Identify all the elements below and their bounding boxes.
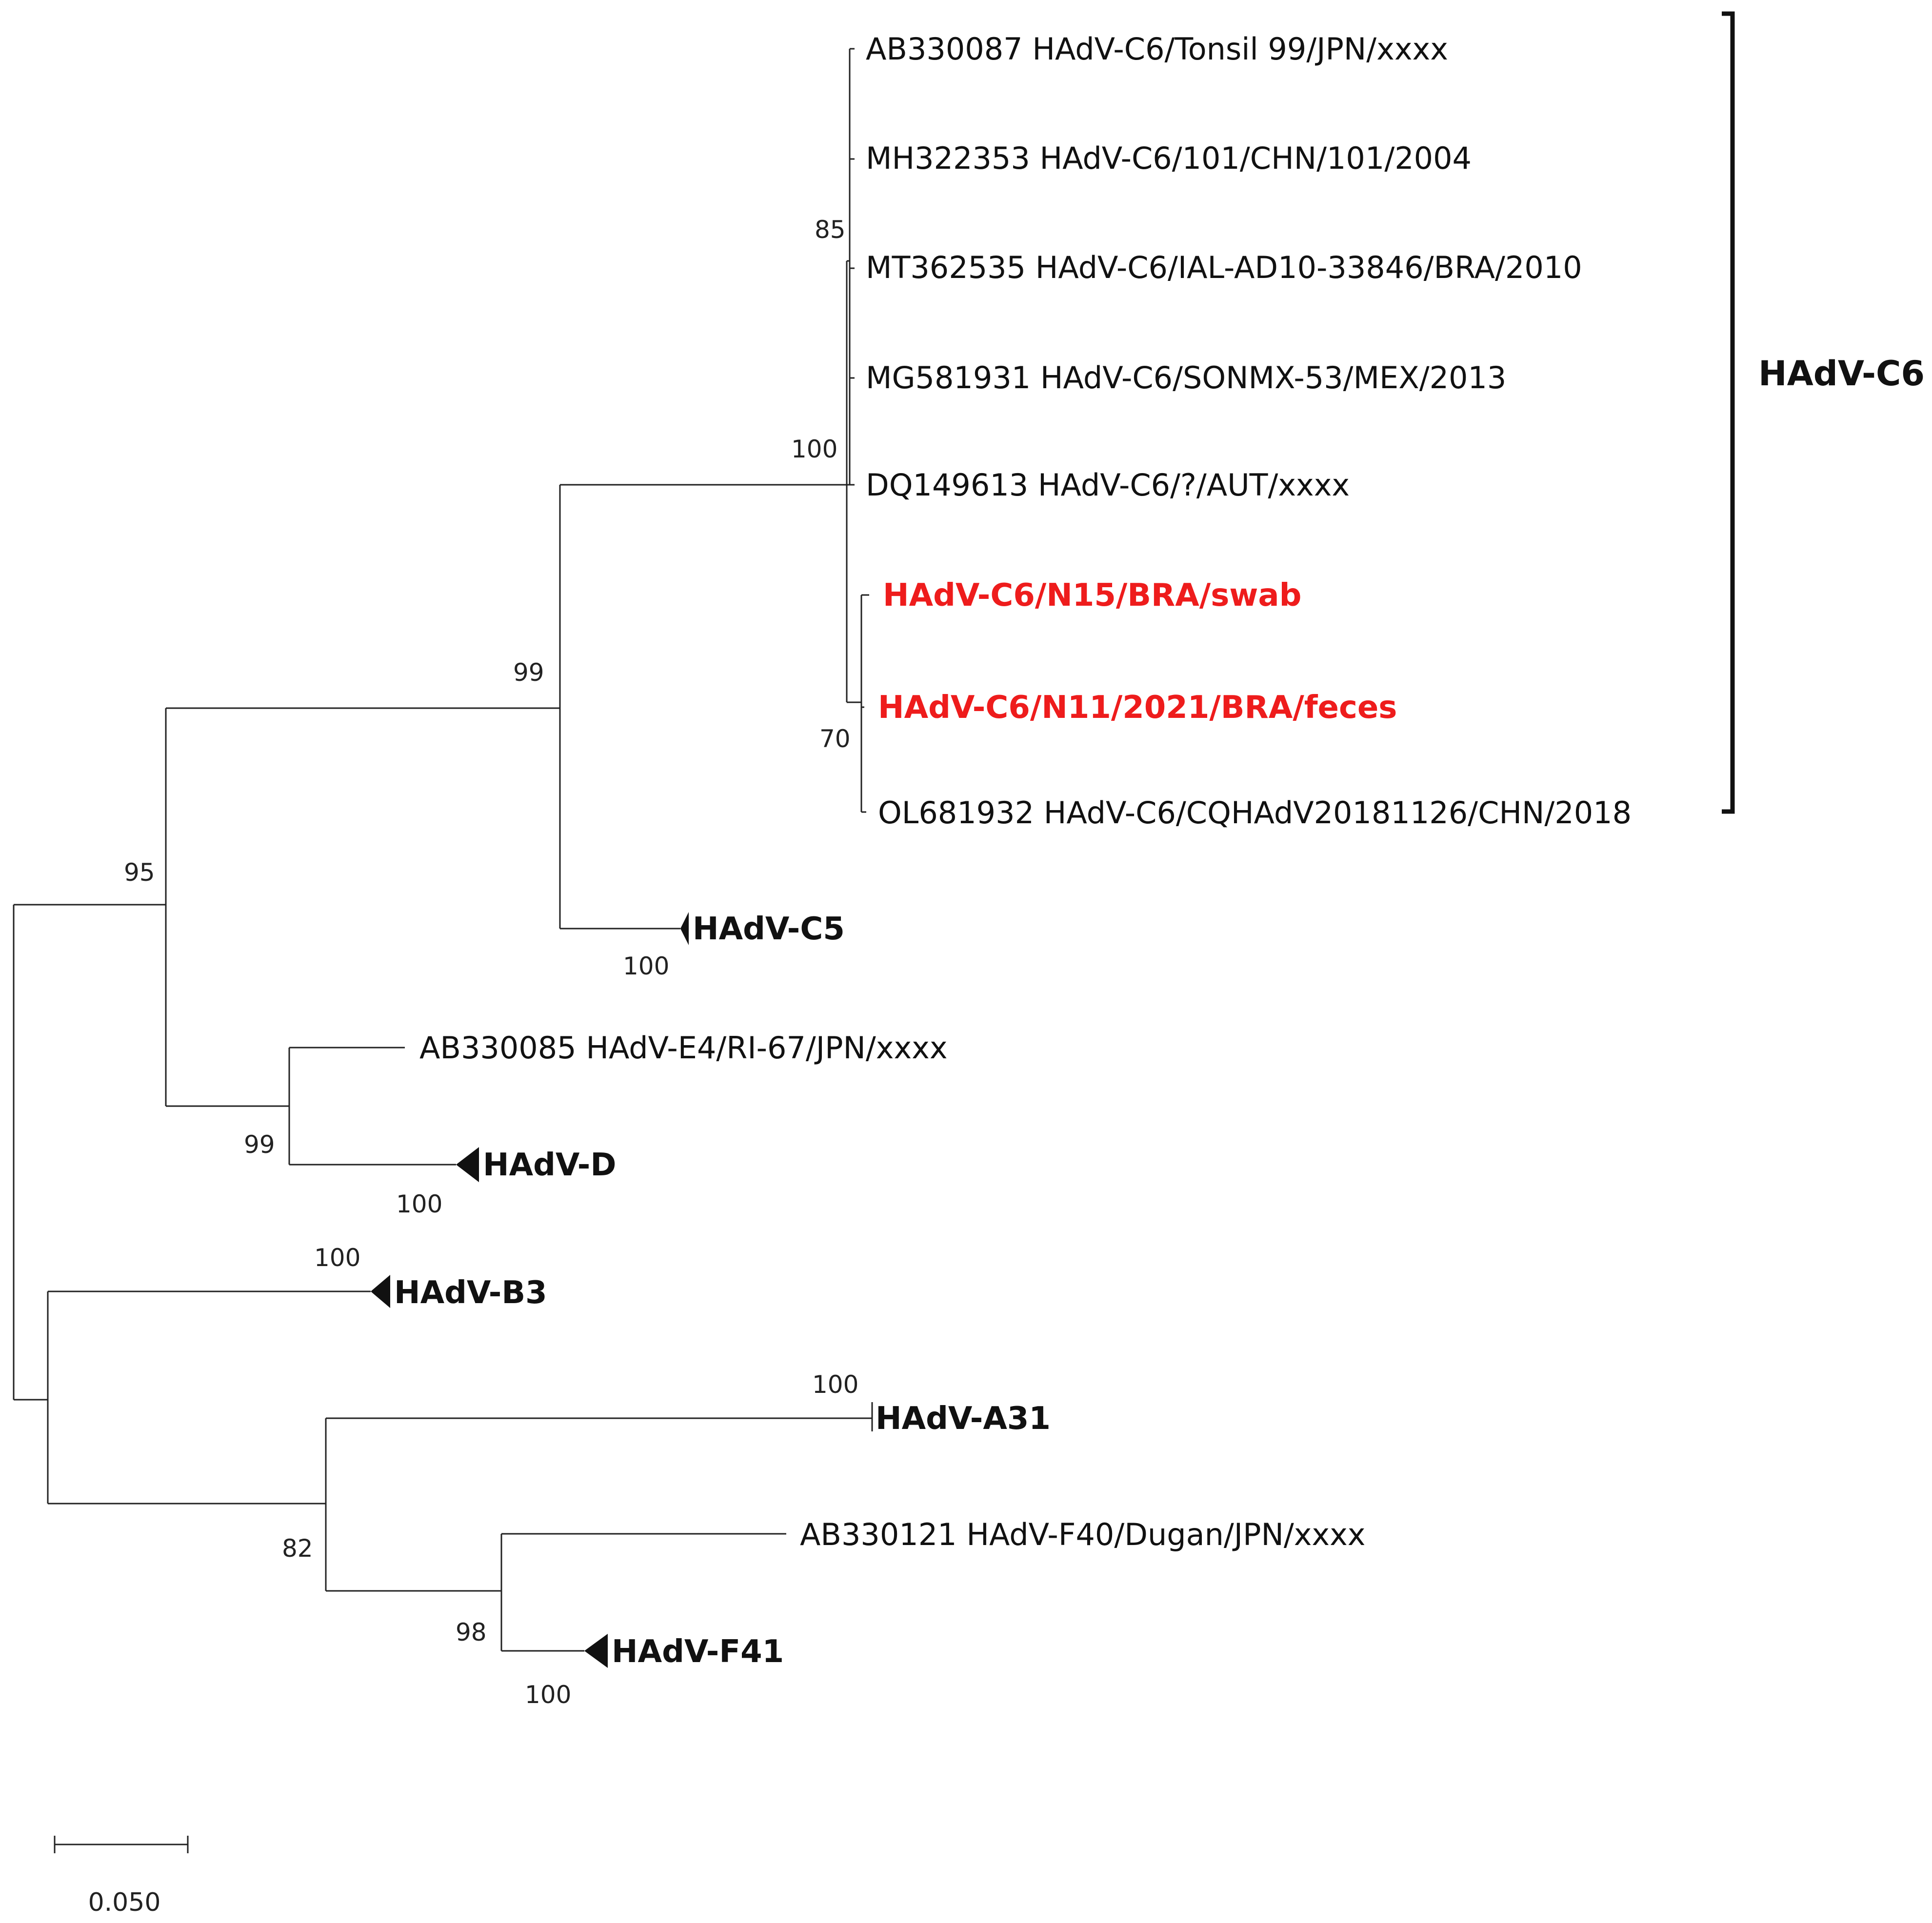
scale-bar-label: 0.050	[88, 1888, 161, 1917]
clade-labels: HAdV-C5 HAdV-D HAdV-B3 HAdV-A31 HAdV-F41	[394, 911, 1051, 1670]
leaf-label: AB330121 HAdV-F40/Dugan/JPN/xxxx	[800, 1517, 1366, 1552]
leaf-labels: AB330087 HAdV-C6/Tonsil 99/JPN/xxxx MH32…	[419, 31, 1632, 1552]
leaf-label: MH322353 HAdV-C6/101/CHN/101/2004	[866, 140, 1472, 176]
bootstrap-value: 100	[623, 952, 669, 980]
group-bracket: HAdV-C6	[1722, 11, 1925, 814]
clade-label: HAdV-A31	[876, 1401, 1051, 1437]
clade-label: HAdV-C5	[693, 911, 845, 947]
leaf-label: AB330087 HAdV-C6/Tonsil 99/JPN/xxxx	[866, 31, 1448, 67]
collapsed-clade-triangle	[456, 1147, 479, 1182]
leaf-label: OL681932 HAdV-C6/CQHAdV20181126/CHN/2018	[878, 795, 1632, 831]
bootstrap-value: 100	[525, 1681, 571, 1709]
leaf-label: MG581931 HAdV-C6/SONMX-53/MEX/2013	[866, 360, 1506, 396]
bootstrap-value: 100	[812, 1370, 858, 1399]
bootstrap-value: 99	[513, 658, 544, 687]
clade-label: HAdV-F41	[612, 1634, 784, 1670]
scale-bar: 0.050	[54, 1836, 189, 1917]
bootstrap-value: 82	[282, 1534, 313, 1563]
bootstrap-value: 85	[815, 216, 846, 244]
highlighted-leaf-label: HAdV-C6/N11/2021/BRA/feces	[878, 690, 1397, 726]
tree-branches	[13, 48, 873, 1652]
leaf-label: MT362535 HAdV-C6/IAL-AD10-33846/BRA/2010	[866, 250, 1582, 285]
clade-label: HAdV-D	[483, 1147, 616, 1183]
leaf-label: AB330085 HAdV-E4/RI-67/JPN/xxxx	[419, 1030, 948, 1066]
bootstrap-value: 100	[791, 435, 837, 463]
bootstrap-value: 70	[819, 725, 851, 753]
highlighted-leaf-label: HAdV-C6/N15/BRA/swab	[883, 577, 1301, 614]
collapsed-clade-triangle	[680, 912, 689, 945]
clade-label: HAdV-B3	[394, 1275, 547, 1311]
bootstrap-value: 98	[456, 1618, 487, 1646]
collapsed-clade-triangle	[371, 1275, 390, 1308]
group-label: HAdV-C6	[1758, 354, 1925, 394]
collapsed-triangles	[371, 912, 689, 1668]
bracket-line	[1722, 11, 1735, 814]
bootstrap-value: 99	[244, 1130, 275, 1159]
bootstrap-value: 95	[124, 858, 155, 887]
bootstrap-value: 100	[396, 1190, 442, 1218]
collapsed-clade-triangle	[584, 1634, 608, 1668]
leaf-label: DQ149613 HAdV-C6/?/AUT/xxxx	[866, 467, 1350, 503]
bootstrap-value: 100	[314, 1244, 360, 1272]
bootstrap-values: 85 100 70 99 100 95 99 100 100 100 82 98…	[124, 216, 858, 1709]
